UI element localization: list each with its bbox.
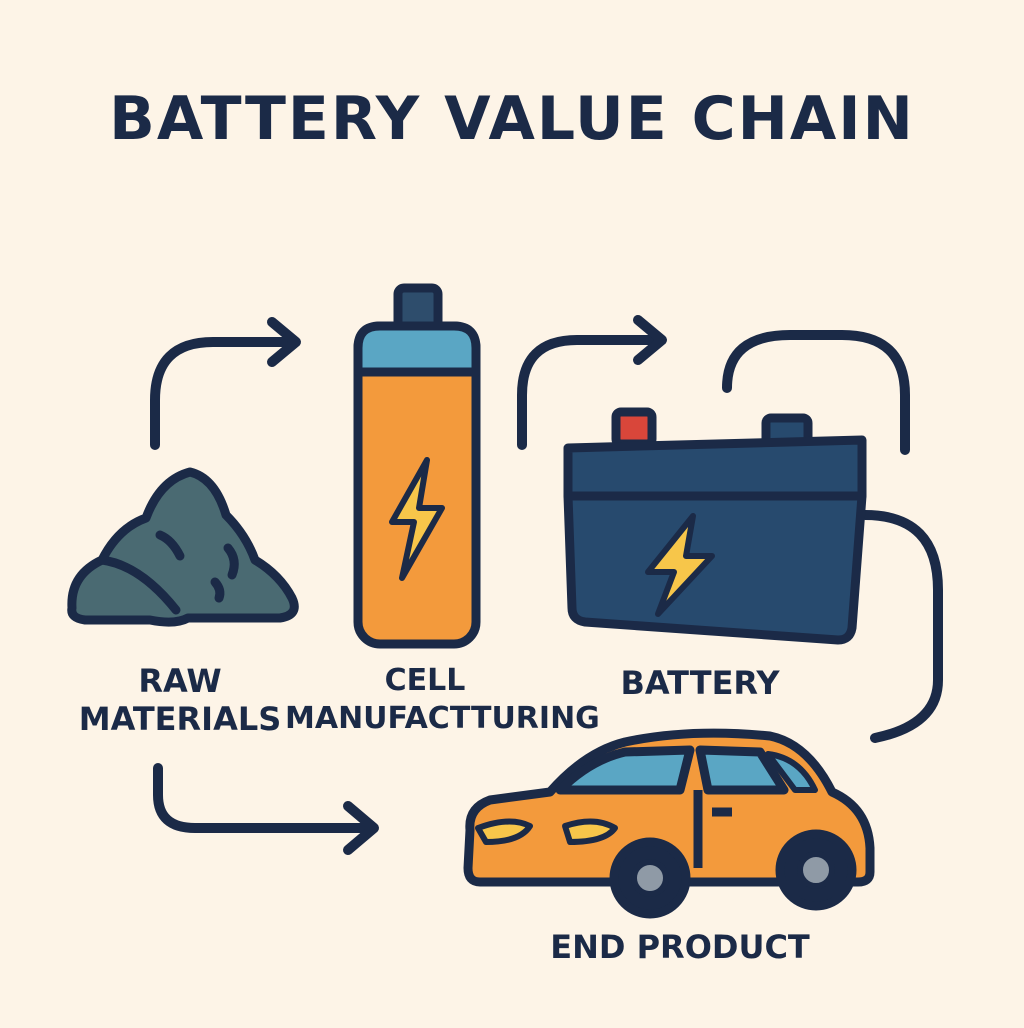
battery-label: BATTERY	[620, 664, 780, 702]
raw-materials-label-line2: MATERIALS	[78, 700, 282, 738]
cell-manufacturing-label-line2: MANUFACTTURING	[285, 701, 600, 736]
end-product-label: END PRODUCT	[550, 928, 810, 966]
arrowhead-cell-to-battery	[633, 315, 667, 365]
battery-cell-icon	[353, 283, 481, 649]
arrow-cell-to-battery	[517, 335, 660, 450]
ore-pile-icon	[67, 467, 299, 627]
battery-pack-icon	[563, 407, 867, 645]
arrowhead-raw-to-cell	[267, 317, 301, 367]
raw-materials-label: RAW MATERIALS	[50, 662, 310, 738]
cell-manufacturing-label-line1: CELL	[384, 663, 466, 698]
diagram-title: BATTERY VALUE CHAIN	[109, 84, 915, 154]
raw-materials-label-line1: RAW	[138, 662, 222, 700]
arrow-raw-to-end	[153, 763, 370, 833]
arrowhead-raw-to-end	[343, 801, 379, 855]
arrow-raw-to-cell	[150, 337, 295, 450]
cell-manufacturing-label: CELL MANUFACTTURING	[285, 662, 600, 738]
arrow-battery-loop	[722, 330, 910, 455]
arrow-battery-to-car	[860, 510, 943, 743]
car-icon	[463, 728, 875, 919]
